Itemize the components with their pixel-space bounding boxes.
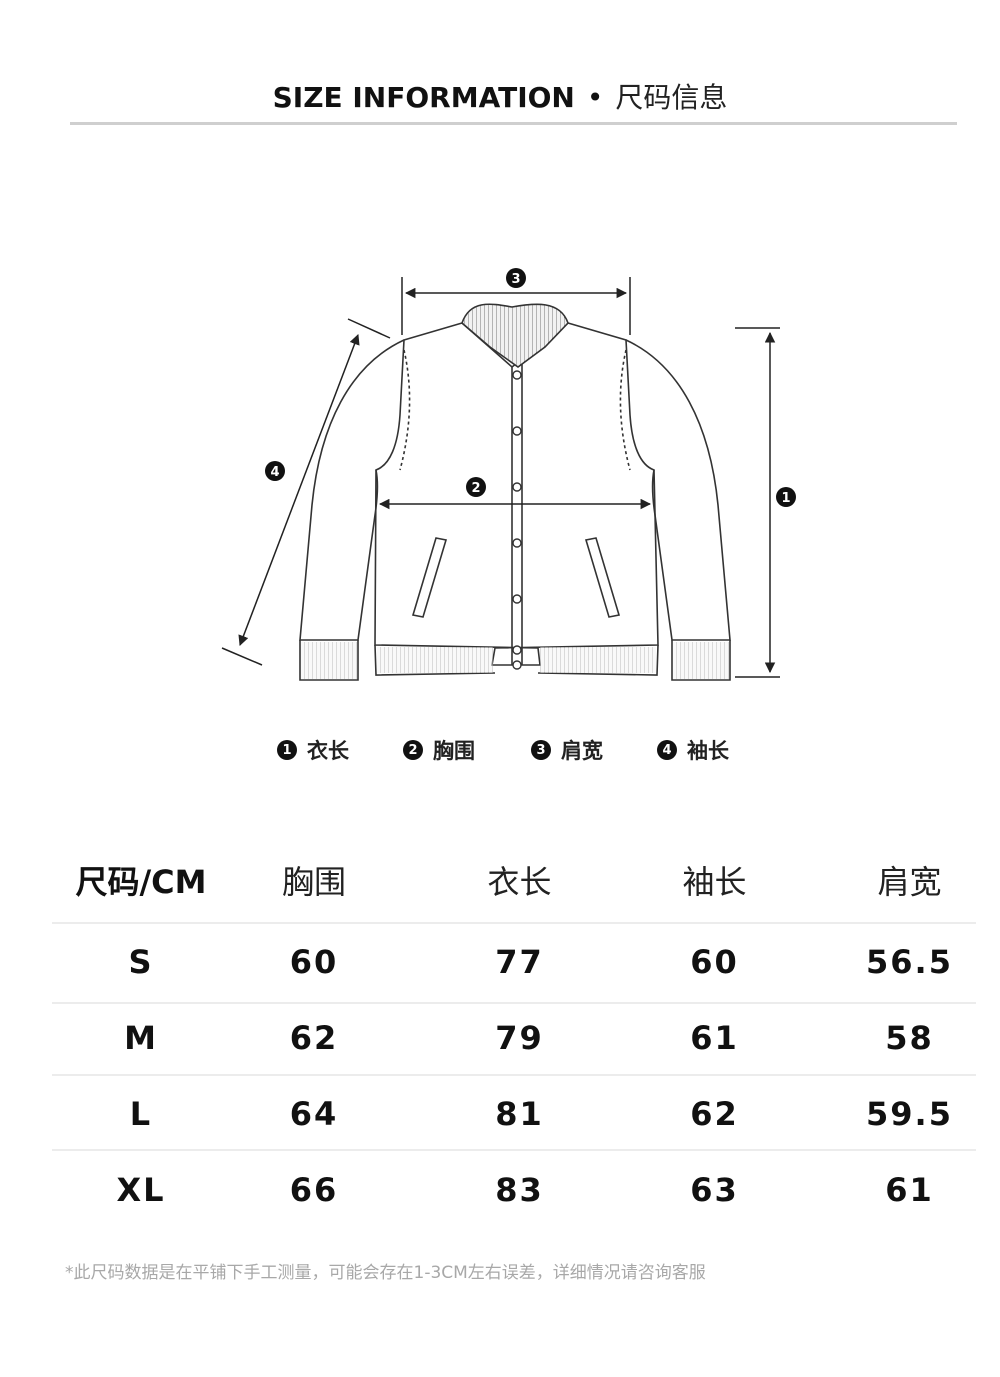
hem-rib-right (540, 647, 656, 673)
cell-size: M (124, 1019, 158, 1057)
legend-label: 胸围 (433, 739, 475, 763)
cell-shoulder: 58 (885, 1019, 934, 1057)
table-row: M 62 79 61 58 (52, 1002, 976, 1074)
jacket-outline (299, 322, 731, 681)
cell-sleeve: 61 (690, 1019, 739, 1057)
cuff-rib-right (673, 642, 729, 679)
header-length: 衣长 (487, 863, 552, 901)
legend-item-sleeve: 4 袖长 (657, 735, 729, 765)
table-row: L 64 81 62 59.5 (52, 1076, 976, 1152)
cell-size: S (128, 943, 154, 981)
cell-length: 77 (495, 943, 544, 981)
legend-label: 衣长 (307, 739, 349, 763)
title-english: SIZE INFORMATION (272, 81, 575, 114)
svg-text:4: 4 (270, 465, 279, 480)
cell-sleeve: 60 (690, 943, 739, 981)
marker-2: 2 (466, 477, 486, 497)
marker-3: 3 (506, 268, 526, 288)
cell-size: L (129, 1095, 153, 1133)
buttons (512, 370, 522, 670)
cell-sleeve: 62 (690, 1095, 739, 1133)
legend-label: 袖长 (687, 739, 729, 763)
cell-length: 81 (495, 1095, 544, 1133)
cell-length: 83 (495, 1171, 544, 1209)
header-divider (70, 122, 957, 125)
cell-chest: 62 (289, 1019, 339, 1057)
row-divider (52, 1149, 976, 1151)
legend-item-length: 1 衣长 (277, 735, 349, 765)
header-size: 尺码/CM (75, 863, 207, 901)
hem-rib-left (377, 647, 493, 673)
row-divider (52, 1074, 976, 1076)
cell-size: XL (116, 1171, 166, 1209)
legend-label: 肩宽 (561, 739, 603, 763)
size-table: 尺码/CM 胸围 衣长 袖长 肩宽 S 60 77 60 56.5 M 62 7… (52, 840, 976, 1228)
table-header-row: 尺码/CM 胸围 衣长 袖长 肩宽 (52, 840, 976, 920)
marker-4: 4 (265, 461, 285, 481)
cuff-rib-left (301, 642, 357, 679)
legend-number: 2 (403, 740, 423, 760)
cell-shoulder: 59.5 (866, 1095, 953, 1133)
page-title: SIZE INFORMATION • 尺码信息 (0, 78, 1000, 118)
svg-text:1: 1 (781, 491, 790, 506)
table-row: S 60 77 60 56.5 (52, 922, 976, 1002)
cell-shoulder: 56.5 (866, 943, 953, 981)
measurement-note: *此尺码数据是在平铺下手工测量，可能会存在1-3CM左右误差，详细情况请咨询客服 (65, 1263, 706, 1283)
title-separator: • (586, 81, 604, 114)
cell-sleeve: 63 (690, 1171, 739, 1209)
cell-chest: 60 (289, 943, 339, 981)
row-divider (52, 922, 976, 924)
marker-1: 1 (776, 487, 796, 507)
row-divider (52, 1002, 976, 1004)
header-sleeve: 袖长 (682, 863, 747, 901)
header-chest: 胸围 (281, 863, 346, 901)
svg-text:3: 3 (511, 272, 520, 287)
measurement-legend: 1 衣长 2 胸围 3 肩宽 4 袖长 (0, 735, 1000, 769)
cell-chest: 64 (289, 1095, 339, 1133)
measurement-lines (221, 277, 780, 678)
legend-number: 1 (277, 740, 297, 760)
legend-item-chest: 2 胸围 (403, 735, 475, 765)
cell-shoulder: 61 (885, 1171, 934, 1209)
title-chinese: 尺码信息 (615, 81, 728, 114)
cell-chest: 66 (289, 1171, 339, 1209)
cell-length: 79 (495, 1019, 544, 1057)
header-shoulder: 肩宽 (877, 863, 942, 901)
table-row: XL 66 83 63 61 (52, 1152, 976, 1228)
legend-number: 4 (657, 740, 677, 760)
svg-text:2: 2 (471, 481, 480, 496)
legend-number: 3 (531, 740, 551, 760)
legend-item-shoulder: 3 肩宽 (531, 735, 603, 765)
jacket-diagram: 3 2 1 4 (221, 268, 796, 681)
collar-rib (461, 303, 569, 368)
